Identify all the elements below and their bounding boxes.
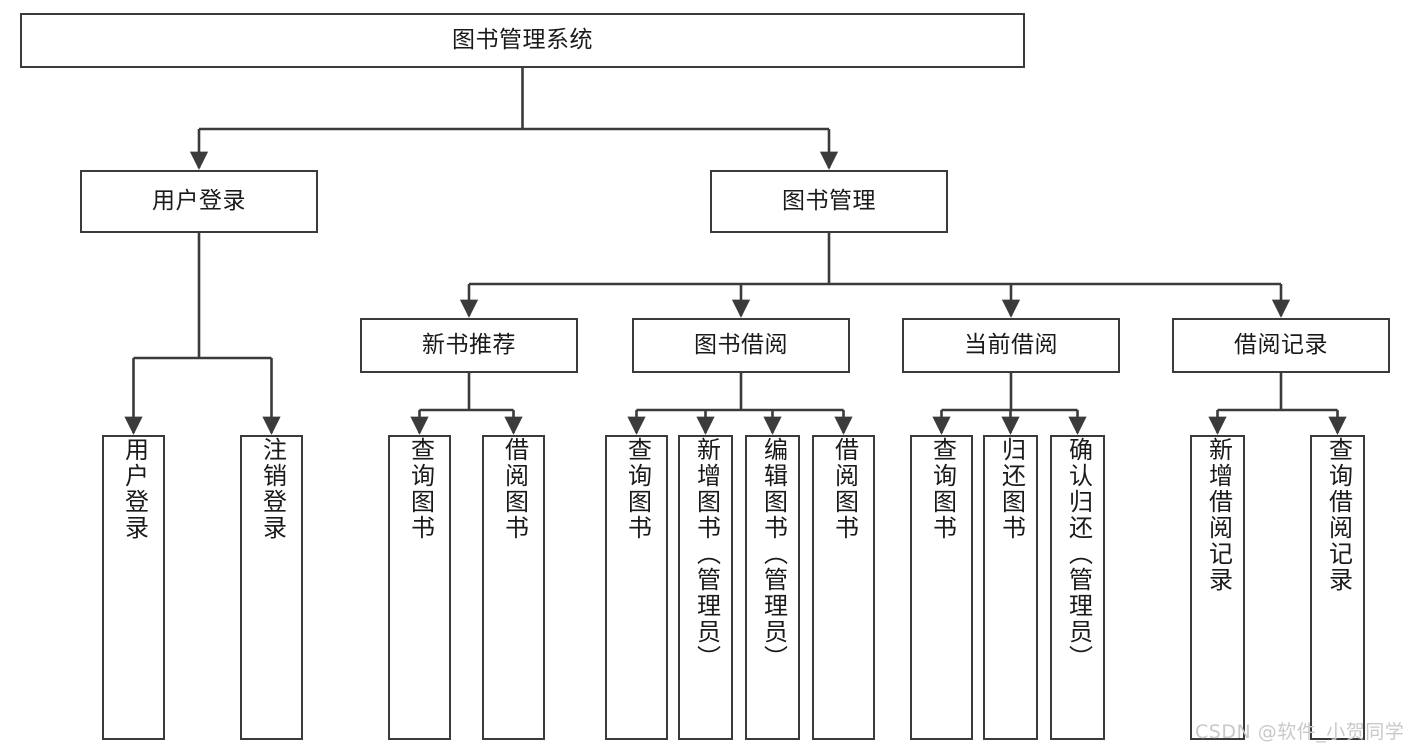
node-borrow-record[interactable]: 借阅记录 <box>1172 318 1390 373</box>
node-leaf-query-book-1-label: 查询图书 <box>406 437 435 541</box>
node-book-manage-label: 图书管理 <box>782 187 876 214</box>
node-root[interactable]: 图书管理系统 <box>20 13 1025 68</box>
node-leaf-add-record-label: 新增借阅记录 <box>1204 437 1233 593</box>
node-leaf-query-book-2-label: 查询图书 <box>623 437 652 541</box>
node-leaf-logout[interactable]: 注销登录 <box>240 435 303 740</box>
node-borrow-record-label: 借阅记录 <box>1234 331 1328 358</box>
node-book-manage[interactable]: 图书管理 <box>710 170 948 233</box>
node-new-book-rec[interactable]: 新书推荐 <box>360 318 578 373</box>
node-leaf-query-record-label: 查询借阅记录 <box>1324 437 1353 593</box>
node-leaf-user-login[interactable]: 用户登录 <box>102 435 165 740</box>
node-leaf-borrow-book-2[interactable]: 借阅图书 <box>812 435 875 740</box>
node-leaf-borrow-book-1-label: 借阅图书 <box>500 437 529 541</box>
node-leaf-add-record[interactable]: 新增借阅记录 <box>1190 435 1245 740</box>
node-leaf-query-book-1[interactable]: 查询图书 <box>388 435 451 740</box>
node-current-borrow[interactable]: 当前借阅 <box>902 318 1120 373</box>
node-leaf-edit-book-label: 编辑图书（管理员） <box>759 437 788 671</box>
node-leaf-query-record[interactable]: 查询借阅记录 <box>1310 435 1365 740</box>
csdn-watermark: CSDN @软件_小贺同学 <box>1195 721 1405 743</box>
node-book-borrow-label: 图书借阅 <box>694 331 788 358</box>
node-leaf-return-book-label: 归还图书 <box>997 437 1026 541</box>
node-leaf-add-book[interactable]: 新增图书（管理员） <box>678 435 733 740</box>
node-user-login-label: 用户登录 <box>152 187 246 214</box>
node-book-borrow[interactable]: 图书借阅 <box>632 318 850 373</box>
node-leaf-user-login-label: 用户登录 <box>120 437 149 541</box>
node-leaf-add-book-label: 新增图书（管理员） <box>692 437 721 671</box>
node-root-label: 图书管理系统 <box>452 26 593 53</box>
node-leaf-confirm-return[interactable]: 确认归还（管理员） <box>1050 435 1105 740</box>
node-leaf-confirm-return-label: 确认归还（管理员） <box>1064 437 1093 671</box>
node-current-borrow-label: 当前借阅 <box>964 331 1058 358</box>
node-leaf-query-book-2[interactable]: 查询图书 <box>605 435 668 740</box>
node-leaf-logout-label: 注销登录 <box>258 437 287 541</box>
node-leaf-borrow-book-1[interactable]: 借阅图书 <box>482 435 545 740</box>
node-leaf-query-book-3-label: 查询图书 <box>928 437 957 541</box>
node-leaf-borrow-book-2-label: 借阅图书 <box>830 437 859 541</box>
node-leaf-query-book-3[interactable]: 查询图书 <box>910 435 973 740</box>
node-new-book-rec-label: 新书推荐 <box>422 331 516 358</box>
node-leaf-return-book[interactable]: 归还图书 <box>983 435 1038 740</box>
node-user-login[interactable]: 用户登录 <box>80 170 318 233</box>
node-leaf-edit-book[interactable]: 编辑图书（管理员） <box>745 435 800 740</box>
